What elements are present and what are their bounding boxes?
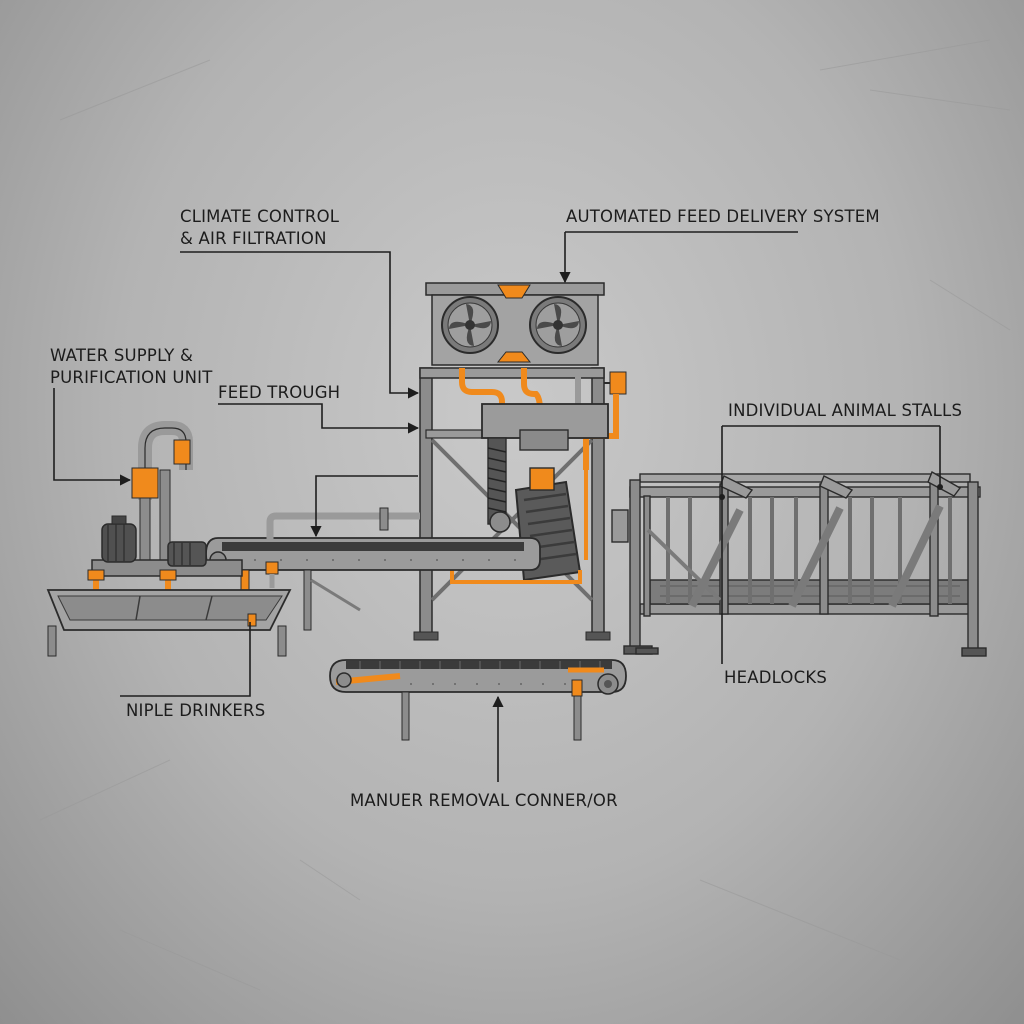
label-animal-stalls: INDIVIDUAL ANIMAL STALLS [728,401,963,420]
fan-icon [529,296,587,354]
label-nipple-drinkers: NIPLE DRINKERS [126,701,266,720]
label-feed-delivery: AUTOMATED FEED DELIVERY SYSTEM [566,207,880,226]
leader-feed-trough [218,403,420,434]
leader-feed-delivery [565,231,798,282]
callout-leader-lines [53,231,941,782]
water-supply-unit [87,421,243,608]
label-headlocks: HEADLOCKS [724,668,828,687]
label-climate-control: CLIMATE CONTROL & AIR FILTRATION [180,207,340,248]
motor-icon [101,515,137,563]
background-scratches [39,39,1011,991]
leader-water-supply [53,388,132,486]
callout-dots [719,484,943,500]
leader-nipple-drinkers [120,622,251,697]
leader-feed-trough-2 [310,475,418,538]
label-feed-trough: FEED TROUGH [218,383,341,402]
animal-stalls-frame [611,470,987,657]
leader-animal-stalls [721,425,941,497]
feed-trough-conveyor [205,507,541,631]
label-water-supply: WATER SUPPLY & PURIFICATION UNIT [50,346,213,387]
label-manure-conveyor: MANUER REMOVAL CONNER/OR [350,791,618,810]
fan-icon [441,296,499,354]
leader-climate-control [180,251,420,399]
drinker-tray [46,589,292,657]
manure-removal-conveyor [329,659,627,741]
